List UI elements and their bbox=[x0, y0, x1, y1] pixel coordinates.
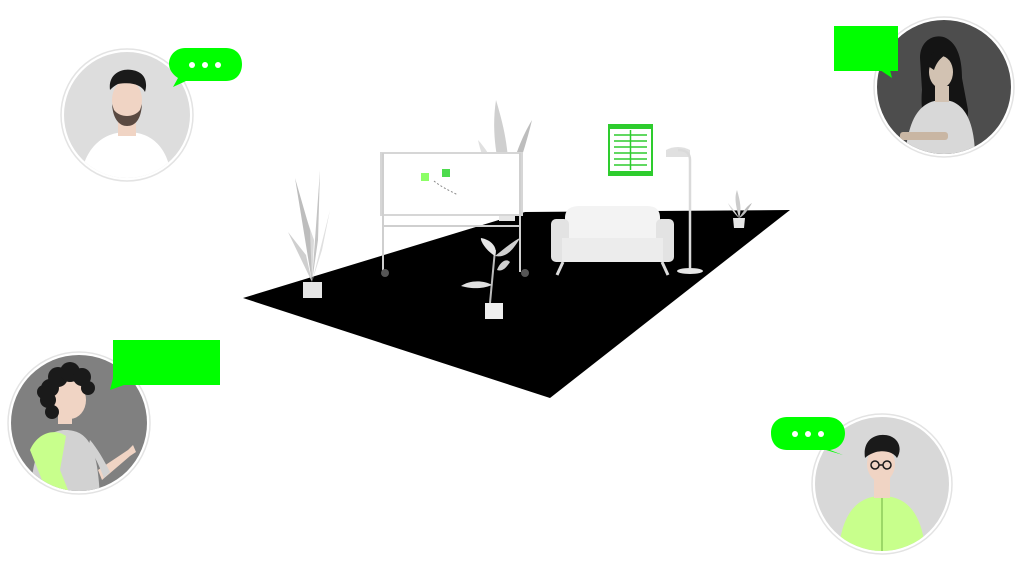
participant-avatar-curly-hair[interactable] bbox=[7, 340, 220, 500]
sticky-note bbox=[421, 173, 429, 181]
typing-bubble bbox=[169, 48, 242, 87]
whiteboard bbox=[380, 152, 529, 277]
floor-lamp bbox=[666, 147, 703, 274]
message-bubble bbox=[110, 340, 220, 390]
plant-right bbox=[728, 190, 752, 228]
window bbox=[608, 124, 653, 176]
typing-bubble bbox=[771, 417, 845, 455]
message-bubble bbox=[834, 26, 898, 71]
room bbox=[243, 100, 790, 398]
participant-avatar-man-beard[interactable] bbox=[60, 48, 242, 182]
sticky-note bbox=[442, 169, 450, 177]
sofa bbox=[551, 206, 674, 276]
participant-avatar-woman-long-hair[interactable] bbox=[834, 16, 1015, 158]
plant-left bbox=[288, 170, 330, 298]
plant-center bbox=[461, 238, 520, 319]
participant-avatar-man-glasses[interactable] bbox=[771, 413, 953, 560]
floor-rug bbox=[243, 210, 790, 398]
